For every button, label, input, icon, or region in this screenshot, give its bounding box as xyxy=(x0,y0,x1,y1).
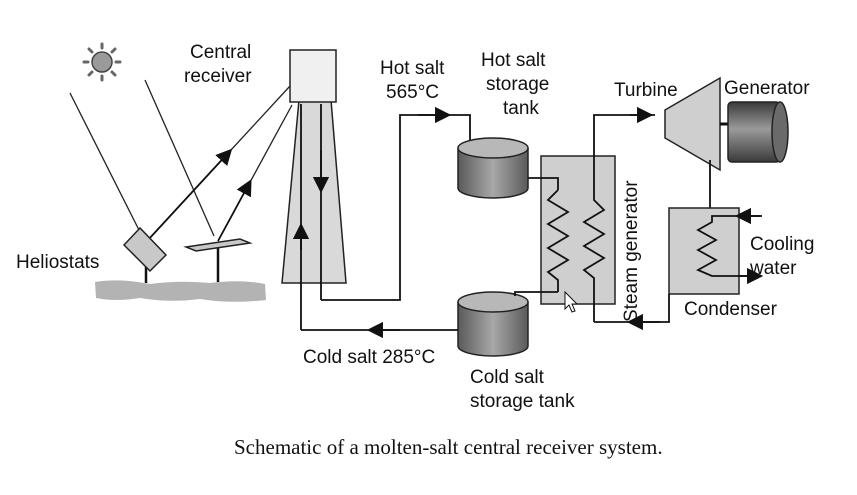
label-central-receiver-1: Central xyxy=(190,42,251,63)
hot-salt-storage-tank xyxy=(457,137,529,199)
receiver-tower xyxy=(281,99,347,284)
sun-icon xyxy=(82,42,122,82)
central-receiver xyxy=(289,49,337,103)
salt-from-steam-generator xyxy=(514,291,558,296)
label-cooling-2: water xyxy=(749,258,797,279)
label-hot-tank-3: tank xyxy=(503,98,539,119)
label-hot-salt-1: Hot salt xyxy=(380,58,445,79)
label-steam-generator: Steam generator xyxy=(621,180,642,322)
mouse-cursor-icon xyxy=(564,290,579,313)
salt-to-steam-generator xyxy=(528,177,559,190)
label-cold-tank-1: Cold salt xyxy=(470,367,545,388)
steam-generator-coil-2 xyxy=(582,114,655,322)
figure-caption: Schematic of a molten-salt central recei… xyxy=(234,435,663,459)
label-cold-tank-2: storage tank xyxy=(470,391,575,412)
ground xyxy=(95,280,266,302)
label-hot-tank-2: storage xyxy=(486,74,549,95)
cold-salt-storage-tank xyxy=(457,291,529,357)
heliostat-2 xyxy=(183,238,253,282)
label-heliostats: Heliostats xyxy=(16,252,99,273)
reflected-ray-1-arrow xyxy=(147,148,233,241)
label-generator: Generator xyxy=(724,78,810,99)
reflected-ray-2-arrow xyxy=(217,179,252,242)
label-cold-salt: Cold salt 285°C xyxy=(303,347,435,368)
generator xyxy=(727,101,789,163)
label-condenser: Condenser xyxy=(684,299,778,320)
steam-generator-coil-1 xyxy=(546,189,570,292)
label-hot-salt-2: 565°C xyxy=(386,82,439,103)
sun-ray-2 xyxy=(144,79,215,237)
steam-generator xyxy=(540,155,616,305)
turbine xyxy=(664,76,721,172)
hot-salt-pipe xyxy=(321,114,471,301)
label-turbine: Turbine xyxy=(614,80,678,101)
heliostat-1 xyxy=(122,226,168,283)
condenser xyxy=(668,207,740,295)
sun-ray-1 xyxy=(69,92,141,233)
label-cooling-1: Cooling xyxy=(750,234,814,255)
cooling-water-coil xyxy=(695,215,760,277)
label-central-receiver-2: receiver xyxy=(184,66,252,87)
label-hot-tank-1: Hot salt xyxy=(481,50,546,71)
condensate-return xyxy=(594,294,670,323)
